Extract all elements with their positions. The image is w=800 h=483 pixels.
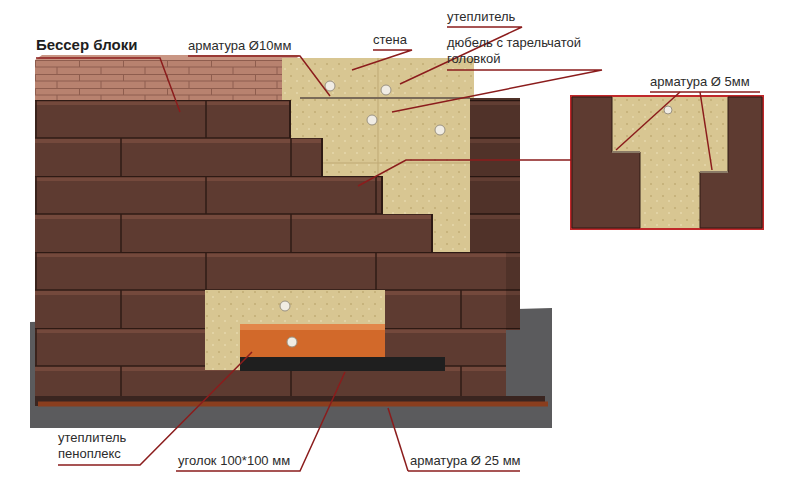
part-label: стена (373, 32, 407, 48)
part-label: уголок 100*100 мм (178, 453, 290, 469)
part-label: арматура Ø10мм (188, 38, 291, 54)
part-label: Бессер блоки (36, 36, 137, 54)
part-label: утеплитель (447, 9, 515, 25)
part-label: арматура Ø 5мм (650, 74, 750, 90)
part-label: арматура Ø 25 мм (410, 453, 521, 469)
part-label: дюбель с тарельчатой головкой (447, 35, 603, 67)
part-label: утеплитель пеноплекс (58, 430, 144, 462)
